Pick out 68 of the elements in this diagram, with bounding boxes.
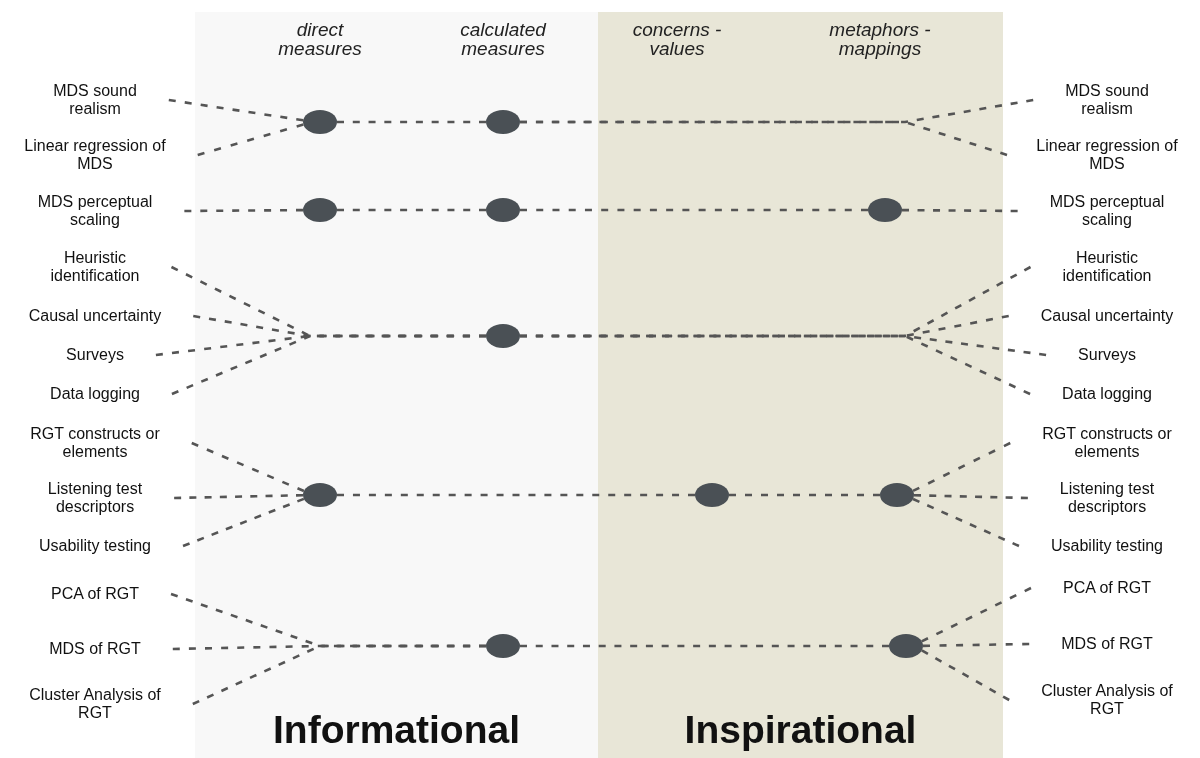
dashed-connector bbox=[191, 441, 305, 493]
method-label: Heuristic identification bbox=[1003, 249, 1165, 285]
method-label: Surveys bbox=[1003, 346, 1200, 364]
dot-marker bbox=[695, 483, 729, 507]
method-label: PCA of RGT bbox=[1003, 579, 1200, 597]
method-label: Linear regression of MDS bbox=[1003, 137, 1187, 173]
dot-marker bbox=[486, 198, 520, 222]
dashed-connector bbox=[337, 493, 695, 497]
dot-marker bbox=[303, 483, 337, 507]
method-label: Cluster Analysis of RGT bbox=[12, 686, 215, 722]
method-label: Linear regression of MDS bbox=[15, 137, 215, 173]
method-label: Listening test descriptors bbox=[30, 480, 215, 516]
method-label: Causal uncertainty bbox=[1003, 307, 1200, 325]
dashed-connector bbox=[913, 493, 1028, 500]
dashed-connector bbox=[921, 586, 1032, 643]
method-label: MDS of RGT bbox=[1003, 635, 1200, 653]
method-label: Data logging bbox=[0, 385, 215, 403]
dashed-connector bbox=[902, 208, 1018, 213]
method-label: MDS sound realism bbox=[35, 82, 215, 118]
dot-marker bbox=[303, 110, 337, 134]
method-label: RGT constructs or elements bbox=[1003, 425, 1187, 461]
method-label: Causal uncertainty bbox=[0, 307, 215, 325]
dashed-connector bbox=[520, 334, 1031, 396]
dashed-connector bbox=[184, 208, 303, 213]
dashed-connector bbox=[729, 493, 880, 497]
dashed-connector bbox=[174, 493, 304, 500]
method-label: PCA of RGT bbox=[0, 585, 215, 603]
band-title: Informational bbox=[272, 708, 521, 752]
dashed-connector bbox=[912, 497, 1020, 548]
dashed-connector bbox=[197, 123, 304, 157]
band-title: Inspirational bbox=[683, 708, 918, 752]
dashed-connector bbox=[337, 208, 486, 212]
method-label: RGT constructs or elements bbox=[15, 425, 215, 461]
method-label: Usability testing bbox=[1003, 537, 1200, 555]
dot-marker bbox=[486, 324, 520, 348]
dashed-connector bbox=[921, 649, 1010, 702]
dashed-connector bbox=[168, 98, 304, 122]
column-header: concerns - values bbox=[631, 20, 723, 58]
dot-marker bbox=[868, 198, 902, 222]
dashed-connector bbox=[520, 208, 868, 212]
dot-marker bbox=[303, 198, 337, 222]
dashed-connector bbox=[192, 644, 486, 706]
column-header: direct measures bbox=[277, 20, 363, 58]
method-label: Usability testing bbox=[0, 537, 215, 555]
method-label: Heuristic identification bbox=[37, 249, 215, 285]
column-band bbox=[195, 12, 598, 758]
dashed-connector bbox=[912, 441, 1011, 493]
dashed-connector bbox=[520, 120, 1008, 157]
method-label: MDS of RGT bbox=[0, 640, 215, 658]
column-header: calculated measures bbox=[459, 20, 548, 58]
method-label: Data logging bbox=[1003, 385, 1200, 403]
method-label: Surveys bbox=[0, 346, 215, 364]
method-label: MDS perceptual scaling bbox=[30, 193, 215, 229]
dashed-connector bbox=[520, 644, 889, 648]
column-band bbox=[598, 12, 1003, 758]
method-label: Cluster Analysis of RGT bbox=[1003, 682, 1190, 718]
dashed-connector bbox=[171, 334, 486, 396]
column-header: metaphors - mappings bbox=[828, 20, 932, 58]
method-label: MDS perceptual scaling bbox=[1003, 193, 1172, 229]
dot-marker bbox=[486, 634, 520, 658]
dot-marker bbox=[486, 110, 520, 134]
method-label: Listening test descriptors bbox=[1003, 480, 1172, 516]
dashed-connector bbox=[922, 642, 1030, 648]
dashed-connector bbox=[182, 497, 305, 548]
dot-marker bbox=[889, 634, 923, 658]
dashed-connector bbox=[337, 120, 486, 124]
method-label: MDS sound realism bbox=[1003, 82, 1167, 118]
dot-marker bbox=[880, 483, 914, 507]
